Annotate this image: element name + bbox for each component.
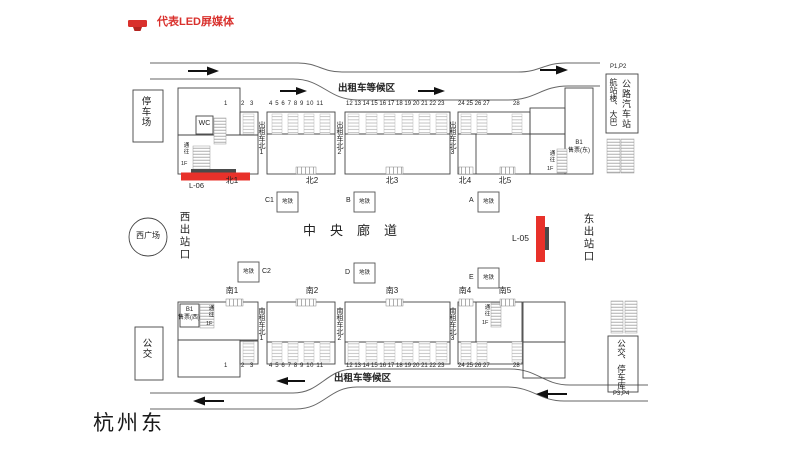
- taxi-north1-label: 出租车北1: [258, 121, 265, 156]
- to-1f-se-label: 通往: [483, 304, 490, 317]
- led-screen-l06: [181, 169, 250, 181]
- taxi-south1-label: 南租车北1: [258, 307, 265, 342]
- metro-d-label: D: [345, 269, 351, 276]
- berth-numbers-bot-2: 2 3: [241, 363, 256, 369]
- taxi-south2-label: 南租车北2: [336, 307, 343, 342]
- metro-box-c1-text: 地铁: [281, 199, 293, 205]
- to-1f-nw-floor: 1F: [181, 161, 188, 167]
- p34-label: P3,P4: [613, 391, 630, 397]
- central-corridor-label: 中央廊道: [303, 223, 412, 238]
- metro-box-e-text: 地铁: [482, 275, 494, 281]
- north1-label: 北1: [225, 176, 239, 185]
- berth-numbers-top-5: 24 25 26 27: [458, 101, 490, 107]
- metro-boxes: [237, 191, 500, 289]
- east-exit-label: 东出站口: [582, 213, 595, 263]
- taxi-north2-label: 出租车北2: [336, 121, 343, 156]
- metro-b-label: B: [346, 197, 351, 204]
- berth-numbers-top-4: 12 13 14 15 16 17 18 19 20 21 22 23: [346, 101, 445, 107]
- berth-numbers-bot-4: 12 13 14 15 16 17 18 19 20 21 22 23: [346, 363, 445, 369]
- berth-numbers-top-1: 1: [224, 101, 228, 107]
- bottom-road: [150, 368, 648, 410]
- led-legend-icon: [128, 20, 147, 31]
- south1-label: 南1: [225, 286, 239, 295]
- terminal-coach-label: 航站楼、大巴: [609, 78, 618, 126]
- p12-label: P1,P2: [610, 64, 627, 70]
- taxi-waiting-top-label: 出租车等候区: [338, 83, 396, 94]
- bus-area-label: 公交: [140, 338, 152, 359]
- berth-numbers-top-3: 4 5 6 7 8 9 10 11: [269, 101, 324, 107]
- metro-box-d-text: 地铁: [358, 270, 370, 276]
- berth-numbers-bot-6: 28: [513, 363, 520, 369]
- to-1f-ne-label: 通往: [548, 150, 555, 163]
- station-name: 杭州东: [93, 412, 165, 435]
- berth-numbers-top-2: 2 3: [241, 101, 256, 107]
- traffic-arrow-icons: [188, 65, 568, 406]
- to-1f-sw-label: 通往: [207, 305, 214, 318]
- taxi-waiting-bottom-label: 出租车等候区: [334, 373, 392, 384]
- bus-garage-label: 公交、停车库: [616, 339, 627, 390]
- berth-numbers-bot-3: 4 5 6 7 8 9 10 11: [269, 363, 324, 369]
- led-screen-l05: [536, 216, 549, 262]
- to-1f-sw-floor: 1F: [206, 321, 213, 327]
- led-l06-label: L-06: [189, 181, 205, 190]
- metro-box-c2-text: 地铁: [242, 269, 254, 275]
- west-exit-label: 西出站口: [178, 211, 191, 261]
- north5-label: 北5: [498, 176, 512, 185]
- metro-c1-label: C1: [265, 197, 274, 204]
- berth-numbers-top-6: 28: [513, 101, 520, 107]
- south2-label: 南2: [305, 286, 319, 295]
- west-square-label: 西广场: [136, 231, 160, 240]
- south4-label: 南4: [458, 286, 472, 295]
- to-1f-nw-label: 通往: [182, 142, 189, 155]
- ticket-west-label: 售票(西): [178, 315, 200, 321]
- stairs-icons: [192, 117, 638, 334]
- platform-columns: [242, 113, 523, 363]
- to-1f-se-floor: 1F: [482, 320, 489, 326]
- to-1f-ne-floor: 1F: [547, 166, 554, 172]
- b1-east-label: B1: [575, 140, 583, 146]
- top-road: [150, 62, 600, 101]
- south5-label: 南5: [498, 286, 512, 295]
- road-bus-station-label: 公路汽车站: [621, 79, 631, 129]
- north3-label: 北3: [385, 176, 399, 185]
- b1-west-label: B1: [185, 307, 194, 313]
- metro-box-b-text: 地铁: [358, 199, 370, 205]
- taxi-south3-label: 南租车北3: [449, 307, 456, 342]
- parking-area-label: 停车场: [139, 96, 151, 128]
- metro-box-a-text: 地铁: [482, 199, 494, 205]
- berth-numbers-bot-1: 1: [224, 363, 228, 369]
- wc-label: WC: [198, 120, 211, 127]
- taxi-north3-label: 出租车北3: [449, 121, 456, 156]
- south3-label: 南3: [385, 286, 399, 295]
- passage-strips: [225, 166, 516, 307]
- ticket-east-label: 售票(东): [568, 148, 590, 154]
- metro-e-label: E: [469, 274, 474, 281]
- legend-label: 代表LED屏媒体: [157, 16, 234, 28]
- berth-numbers-bot-5: 24 25 26 27: [458, 363, 490, 369]
- metro-a-label: A: [469, 197, 474, 204]
- led-l05-label: L-05: [512, 233, 530, 243]
- metro-c2-label: C2: [262, 268, 271, 275]
- north2-label: 北2: [305, 176, 319, 185]
- north4-label: 北4: [458, 176, 472, 185]
